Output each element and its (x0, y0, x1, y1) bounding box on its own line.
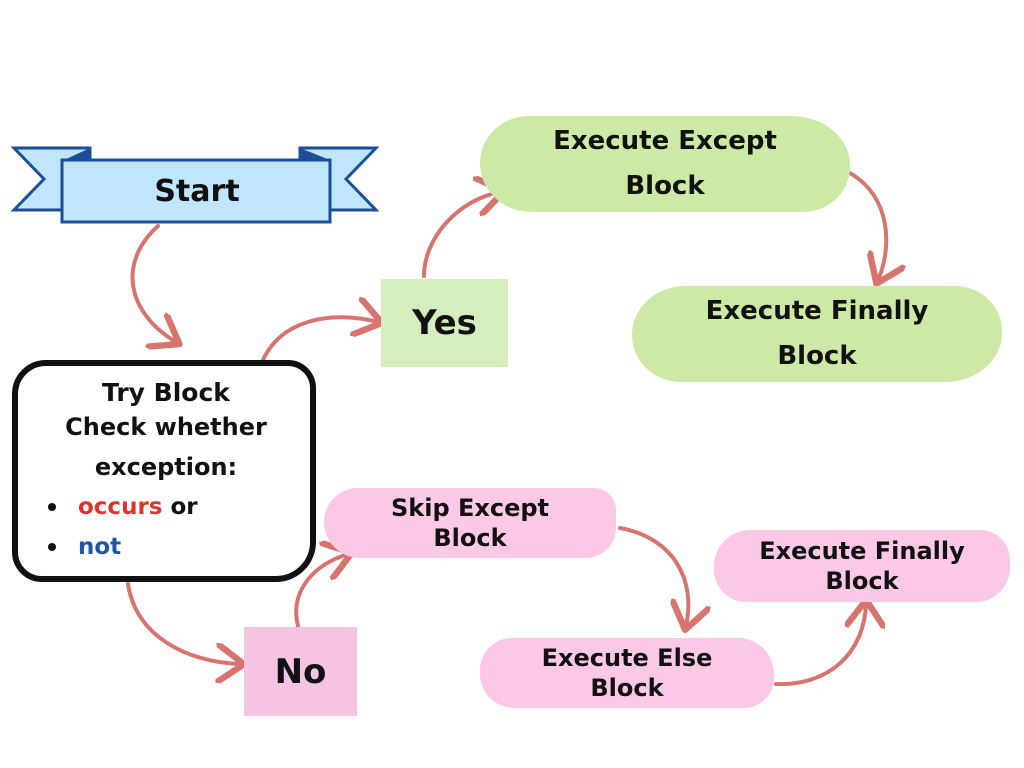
execute-finally-yes-line-2: Block (777, 341, 857, 371)
try-block-list: occurs or not (32, 487, 300, 567)
start-ribbon (10, 146, 380, 224)
skip-except-line-2: Block (433, 524, 507, 552)
execute-finally-no-line-2: Block (825, 567, 899, 595)
arrow-try-to-no (126, 582, 240, 664)
arrow-except-to-finally (846, 170, 886, 280)
arrow-yes-to-except (422, 192, 500, 278)
execute-finally-no-line-1: Execute Finally (759, 537, 965, 565)
skip-except-node: Skip Except Block (324, 488, 616, 558)
not-text: not (78, 534, 122, 560)
try-block-item-not: not (32, 527, 300, 567)
execute-except-line-1: Execute Except (553, 126, 777, 156)
arrow-start-to-try (130, 224, 176, 342)
execute-finally-yes-line-1: Execute Finally (705, 296, 929, 326)
execute-else-line-1: Execute Else (541, 644, 713, 672)
try-block-item-occurs: occurs or (32, 487, 300, 527)
yes-node: Yes (381, 279, 508, 367)
execute-except-line-2: Block (625, 171, 705, 201)
arrow-try-to-yes (260, 317, 378, 364)
arrow-else-to-finally (774, 604, 866, 687)
skip-except-line-1: Skip Except (390, 494, 550, 522)
execute-else-line-2: Block (590, 674, 664, 702)
occurs-text: occurs (78, 494, 163, 520)
execute-finally-yes-node: Execute Finally Block (632, 286, 1002, 382)
try-block-line-2: exception: (94, 453, 238, 481)
or-text: or (162, 494, 198, 520)
arrow-no-to-skip (294, 554, 348, 628)
no-node: No (244, 627, 357, 716)
try-block-node: Try Block Check whether exception: occur… (12, 360, 316, 582)
execute-else-node: Execute Else Block (480, 638, 774, 708)
try-block-title: Try Block (102, 378, 230, 407)
arrow-skip-to-else (618, 526, 688, 626)
start-node: Start (154, 173, 240, 209)
execute-finally-no-node: Execute Finally Block (714, 530, 1010, 602)
execute-except-node: Execute Except Block (480, 116, 850, 212)
try-block-line-1: Check whether (65, 413, 267, 441)
